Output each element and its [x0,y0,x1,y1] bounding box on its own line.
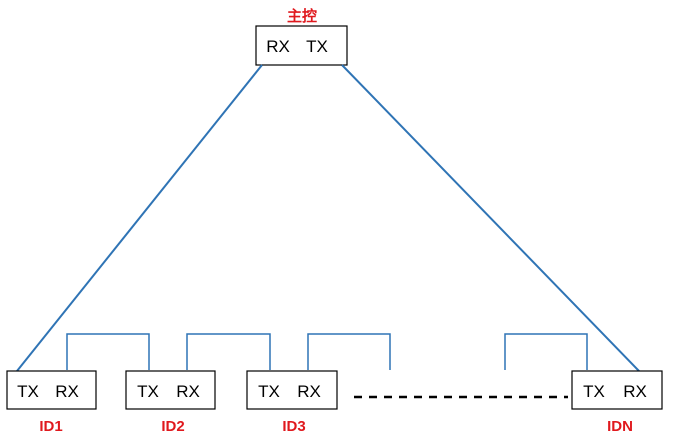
node-id-label-id2: ID2 [161,418,184,435]
node-rx-label: RX [176,382,200,401]
node-rx-label: RX [297,382,321,401]
node-id-label-id3: ID3 [282,418,305,435]
node-rx-label: RX [55,382,79,401]
chain-link-id1-id2 [66,333,150,370]
node-rx-label: RX [623,382,647,401]
node-tx-label: TX [137,382,159,401]
master-rx-label: RX [266,37,290,56]
master-to-id1-line [16,64,263,372]
node-tx-label: TX [17,382,39,401]
node-box-id2: TX RX [125,370,216,410]
node-box-id1: TX RX [6,370,97,410]
node-box-idn: TX RX [571,370,663,410]
node-tx-label: TX [258,382,280,401]
chain-link-prev-idn [504,333,588,370]
node-tx-label: TX [583,382,605,401]
master-to-idn-line [341,64,640,372]
node-id-label-id1: ID1 [39,418,62,435]
node-id-label-idn: IDN [607,418,633,435]
master-box: RX TX [255,25,348,66]
chain-link-id3-next [307,333,391,370]
master-title: 主控 [287,7,317,25]
node-box-id3: TX RX [246,370,338,410]
master-tx-label: TX [306,37,328,56]
chain-link-id2-id3 [186,333,271,370]
